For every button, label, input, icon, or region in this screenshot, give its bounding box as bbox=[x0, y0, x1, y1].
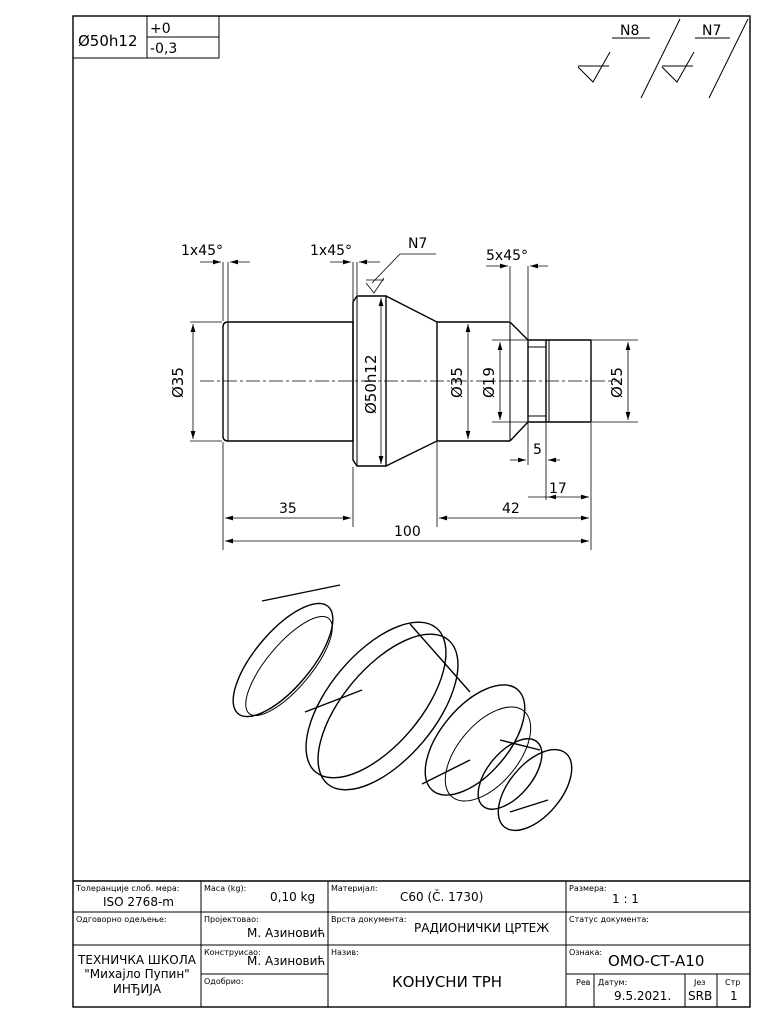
dim-len-17: 17 bbox=[549, 481, 567, 497]
surface-finish-symbols bbox=[577, 18, 749, 99]
tb-mass-label: Маса (kg): bbox=[204, 884, 246, 893]
dim-len-100: 100 bbox=[394, 524, 421, 540]
dim-len-5: 5 bbox=[533, 442, 542, 458]
tb-approved-label: Одобрио: bbox=[204, 977, 244, 986]
tb-dept-label: Одговорно одељење: bbox=[76, 915, 167, 924]
finish-general-label: N8 bbox=[620, 23, 639, 39]
tb-sheet-value: 1 bbox=[730, 989, 738, 1003]
dim-dia-35-right: Ø35 bbox=[448, 367, 466, 398]
dim-chamfer-right: 5x45° bbox=[486, 248, 528, 264]
tb-name-label: Назив: bbox=[331, 948, 359, 957]
tb-id-label: Ознака: bbox=[569, 948, 602, 957]
shaft-isometric-view bbox=[232, 584, 573, 832]
tb-tolerance-label: Толеранције слоб. мера: bbox=[75, 884, 179, 893]
tb-date-label: Датум: bbox=[598, 978, 627, 987]
dim-chamfer-left: 1x45° bbox=[181, 243, 223, 259]
tb-status-label: Статус документа: bbox=[569, 915, 649, 924]
tb-doctype-label: Врста документа: bbox=[331, 915, 407, 924]
tb-school-line2: "Михајло Пупин" bbox=[84, 967, 189, 981]
dim-chamfer-mid: 1x45° bbox=[310, 243, 352, 259]
dim-dia-35-left: Ø35 bbox=[169, 367, 187, 398]
tb-scale-label: Размера: bbox=[569, 884, 607, 893]
dim-dia-50: Ø50h12 bbox=[362, 355, 380, 415]
tb-doctype-value: РАДИОНИЧКИ ЦРТЕЖ bbox=[414, 921, 549, 935]
tb-designer-label: Пројектовао: bbox=[204, 915, 259, 924]
finish-special-label: N7 bbox=[702, 23, 721, 39]
tb-material-value: C60 (Č. 1730) bbox=[400, 889, 483, 904]
tb-id-value: ОМО-СТ-А10 bbox=[608, 952, 704, 970]
tb-name-value: КОНУСНИ ТРН bbox=[392, 973, 502, 991]
title-block-grid bbox=[73, 880, 750, 1007]
tb-designer-value: М. Азиновић bbox=[247, 926, 325, 940]
dim-dia-19: Ø19 bbox=[480, 367, 498, 398]
tolerance-size: Ø50h12 bbox=[78, 32, 138, 50]
tolerance-box: Ø50h12 +0 -0,3 bbox=[72, 15, 220, 59]
tb-tolerance-value: ISO 2768-m bbox=[103, 895, 174, 909]
tb-material-label: Материјал: bbox=[331, 884, 378, 893]
tb-mass-value: 0,10 kg bbox=[270, 890, 315, 904]
dimension-lines bbox=[190, 253, 638, 550]
tb-date-value: 9.5.2021. bbox=[614, 989, 671, 1003]
dim-len-35: 35 bbox=[279, 501, 297, 517]
tb-lang-label: Јез bbox=[693, 978, 706, 987]
tb-constructed-label: Конструисао: bbox=[204, 948, 261, 957]
tolerance-lower: -0,3 bbox=[150, 41, 177, 57]
tb-scale-value: 1 : 1 bbox=[612, 892, 639, 906]
dim-dia-25: Ø25 bbox=[608, 367, 626, 398]
tb-lang-value: SRB bbox=[688, 989, 712, 1003]
dim-len-42: 42 bbox=[502, 501, 520, 517]
dim-finish-cone: N7 bbox=[408, 236, 427, 252]
tb-rev-label: Рев bbox=[576, 978, 591, 987]
sheet-frame bbox=[72, 15, 751, 1008]
tolerance-upper: +0 bbox=[150, 21, 171, 37]
tb-school-line3: ИНЂИЈА bbox=[113, 982, 162, 996]
tb-school-line1: ТЕХНИЧКА ШКОЛА bbox=[77, 953, 197, 967]
tb-constructed-value: М. Азиновић bbox=[247, 954, 325, 968]
tb-sheet-label: Стр bbox=[725, 978, 740, 987]
shaft-front-view bbox=[200, 295, 620, 467]
